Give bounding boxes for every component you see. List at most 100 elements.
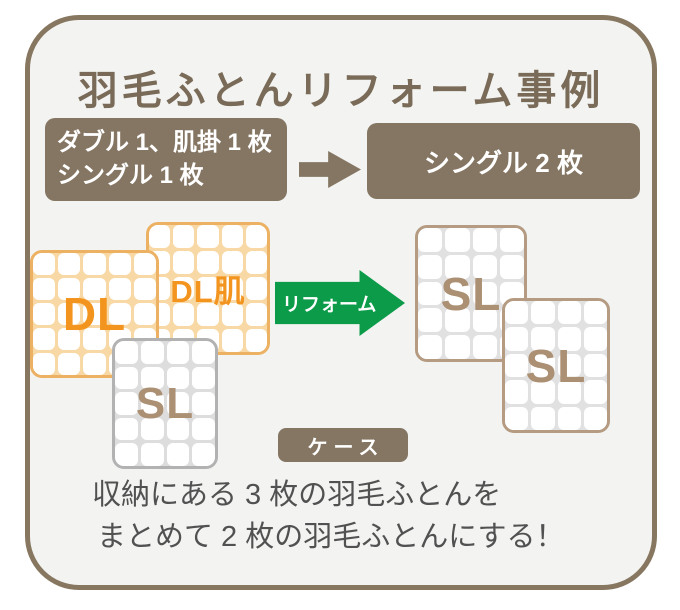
quilt-cell: [221, 277, 243, 300]
quilt-cell: [83, 253, 106, 275]
quilt-cell: [531, 301, 555, 325]
quilt-cell: [58, 253, 81, 275]
case-badge: ケース: [278, 428, 408, 462]
quilt-cell: [133, 253, 156, 275]
quilt-cell: [531, 327, 555, 351]
futon-single-new-1: SL: [415, 225, 527, 362]
before-label-box: ダブル 1、肌掛 1 枚 シングル 1 枚: [45, 118, 287, 201]
quilt-cell: [445, 228, 470, 252]
quilt-cell: [583, 301, 607, 325]
quilt-cell: [583, 380, 607, 404]
quilt-cell: [505, 353, 529, 378]
quilt-cell: [83, 353, 106, 375]
quilt-cell: [83, 328, 106, 350]
quilt-cell: [531, 353, 555, 378]
quilt-cell: [133, 303, 156, 325]
quilt-cell: [115, 417, 138, 441]
case-badge-label: ケース: [307, 436, 385, 459]
quilt-cell: [197, 225, 219, 248]
before-label-line2: シングル 1 枚: [57, 162, 204, 189]
quilt-cell: [108, 278, 131, 300]
quilt-cell: [173, 225, 195, 248]
quilt-cell: [418, 228, 443, 252]
futon-single-old: SL: [112, 338, 218, 469]
quilt-cell: [245, 303, 267, 326]
quilt-cell: [245, 329, 267, 352]
futon-double-hada-label: DL肌: [170, 274, 246, 309]
quilt-cell: [192, 417, 215, 441]
quilt-cell: [531, 406, 555, 430]
after-label-box: シングル 2 枚: [367, 123, 640, 199]
quilt-cell: [192, 392, 215, 415]
quilt-cell: [58, 278, 81, 300]
quilt-cell: [115, 443, 138, 466]
quilt-cell: [133, 278, 156, 300]
quilt-cell: [445, 281, 470, 306]
quilt-cell: [33, 278, 56, 300]
reform-arrow-label: リフォーム: [282, 294, 377, 316]
quilt-cell: [557, 406, 581, 430]
quilt-cell: [33, 353, 56, 375]
quilt-cell: [166, 392, 190, 415]
quilt-cell: [499, 228, 524, 252]
quilt-cell: [583, 406, 607, 430]
quilt-cell: [245, 251, 267, 274]
quilt-cell: [505, 327, 529, 351]
quilt-cell: [499, 254, 524, 279]
quilt-cell: [472, 281, 497, 306]
quilt-cell: [418, 308, 443, 333]
description-line2: まとめて 2 枚の羽毛ふとんにする！: [97, 521, 565, 553]
quilt-cell: [245, 225, 267, 248]
quilt-cell: [197, 277, 219, 300]
quilt-cell: [140, 392, 164, 415]
futon-single-old-label: SL: [135, 378, 195, 428]
quilt-cell: [531, 380, 555, 404]
after-label: シングル 2 枚: [424, 147, 583, 178]
quilt-cell: [149, 225, 171, 248]
quilt-cell: [166, 366, 190, 390]
quilt-cell: [221, 329, 243, 352]
quilt-cell: [445, 254, 470, 279]
quilt-cell: [140, 417, 164, 441]
quilt-cell: [173, 251, 195, 274]
quilt-cell: [221, 251, 243, 274]
quilt-cell: [140, 443, 164, 466]
quilt-cell: [197, 303, 219, 326]
quilt-cell: [505, 301, 529, 325]
quilt-cell: [58, 328, 81, 350]
quilt-cell: [166, 443, 190, 466]
quilt-cell: [445, 335, 470, 359]
quilt-cell: [418, 254, 443, 279]
quilt-cell: [108, 303, 131, 325]
quilt-cell: [505, 406, 529, 430]
quilt-cell: [115, 392, 138, 415]
quilt-cell: [166, 341, 190, 364]
quilt-cell: [472, 308, 497, 333]
quilt-cell: [557, 327, 581, 351]
futon-single-new-2: SL: [502, 298, 610, 433]
quilt-cell: [83, 303, 106, 325]
quilt-cell: [583, 327, 607, 351]
quilt-cell: [221, 225, 243, 248]
quilt-cell: [33, 253, 56, 275]
quilt-cell: [140, 341, 164, 364]
page-title: 羽毛ふとんリフォーム事例: [77, 69, 605, 113]
quilt-cell: [33, 328, 56, 350]
description-line1: 収納にある 3 枚の羽毛ふとんを: [92, 479, 502, 511]
quilt-cell: [192, 443, 215, 466]
quilt-cell: [173, 277, 195, 300]
quilt-cell: [33, 303, 56, 325]
futon-double-label: DL: [62, 288, 127, 340]
quilt-cell: [245, 277, 267, 300]
quilt-cell: [557, 353, 581, 378]
quilt-cell: [192, 341, 215, 364]
quilt-cell: [115, 341, 138, 364]
quilt-cell: [221, 303, 243, 326]
quilt-cell: [166, 417, 190, 441]
futon-single-new-2-label: SL: [525, 339, 587, 392]
quilt-cell: [197, 251, 219, 274]
quilt-cell: [445, 308, 470, 333]
quilt-cell: [472, 335, 497, 359]
quilt-cell: [58, 303, 81, 325]
